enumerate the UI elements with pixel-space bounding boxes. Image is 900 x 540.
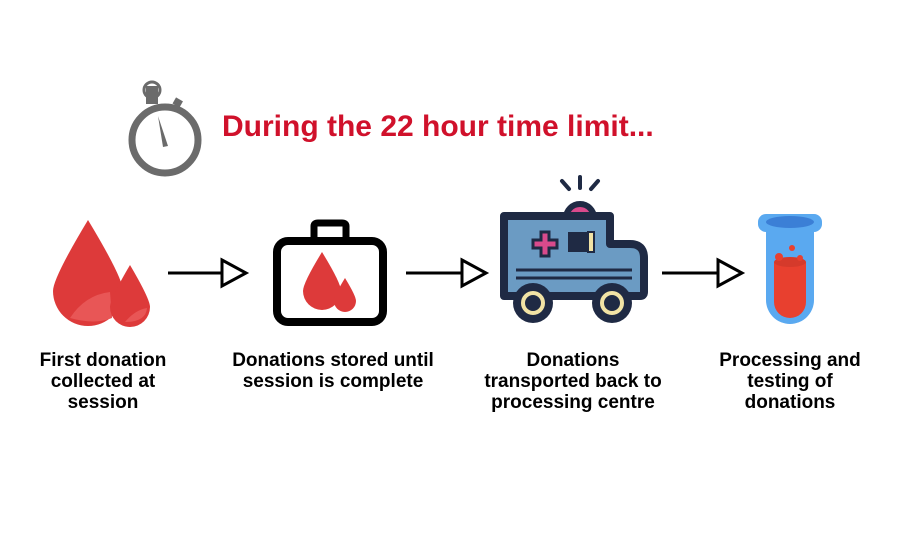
step-label-collection: First donation collected at session <box>39 350 167 413</box>
step-label-transport: Donations transported back to processing… <box>484 350 662 413</box>
step-label-processing: Processing and testing of donations <box>719 350 861 413</box>
blood-drops-icon <box>53 220 150 327</box>
arrow-icon <box>406 257 490 289</box>
arrow-icon <box>168 257 250 289</box>
briefcase-icon <box>273 219 387 326</box>
ambulance-icon <box>500 175 648 323</box>
arrow-icon <box>662 257 746 289</box>
step-label-storage: Donations stored until session is comple… <box>232 350 434 392</box>
page-title: During the 22 hour time limit... <box>222 110 654 143</box>
test-tube-icon <box>758 214 822 324</box>
stopwatch-icon <box>128 80 202 177</box>
